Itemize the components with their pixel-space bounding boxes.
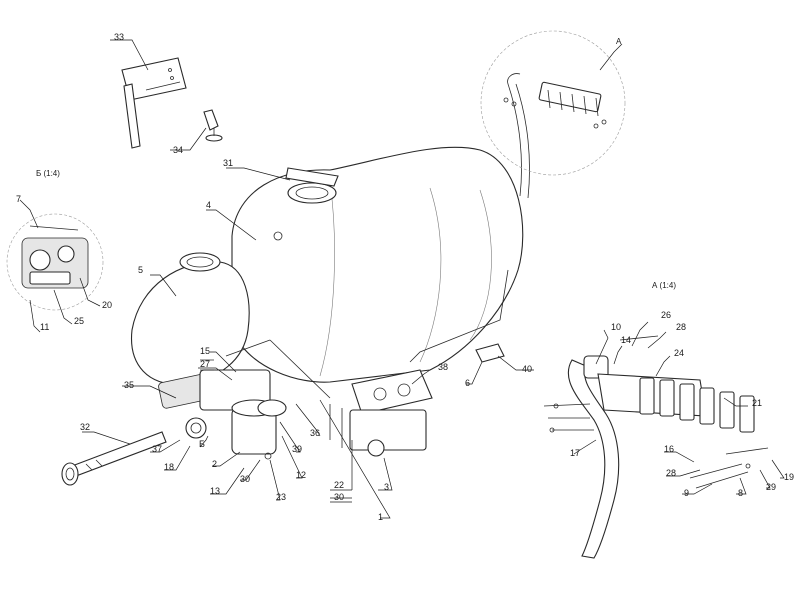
callout-b: Б	[199, 439, 205, 449]
callout-30: 30	[334, 492, 344, 502]
part-32-drive-shaft	[61, 431, 167, 486]
callout-5: 5	[138, 265, 143, 275]
callout-32: 32	[80, 422, 90, 432]
callout-35: 35	[124, 380, 134, 390]
callout-12: 12	[296, 470, 306, 480]
callout-16: 16	[664, 444, 674, 454]
callout-23: 23	[276, 492, 286, 502]
view-label-a-detail: А (1:4)	[652, 281, 676, 290]
view-labels: A Б (1:4) А (1:4)	[36, 37, 676, 290]
callout-18: 18	[164, 462, 174, 472]
callout-28-top: 28	[676, 322, 686, 332]
view-label-b: Б (1:4)	[36, 169, 60, 178]
detail-a-top	[480, 30, 626, 176]
callout-28-bottom: 28	[666, 468, 676, 478]
callout-30-left: 30	[240, 474, 250, 484]
callout-22: 22	[334, 480, 344, 490]
callout-39: 39	[292, 444, 302, 454]
callout-6: 6	[465, 378, 470, 388]
callout-15: 15	[200, 346, 210, 356]
callout-20: 20	[102, 300, 112, 310]
callout-29: 29	[766, 482, 776, 492]
callout-14: 14	[621, 335, 631, 345]
callout-36: 36	[310, 428, 320, 438]
callout-1: 1	[378, 512, 383, 522]
callout-34: 34	[173, 145, 183, 155]
callout-40: 40	[522, 364, 532, 374]
callout-25: 25	[74, 316, 84, 326]
callout-8: 8	[738, 488, 743, 498]
part-34-fitting	[203, 109, 223, 142]
part-4-main-tank	[231, 146, 524, 383]
part-40-bracket	[475, 343, 505, 363]
callout-10: 10	[611, 322, 621, 332]
callout-27: 27	[200, 359, 210, 369]
callout-2: 2	[212, 459, 217, 469]
leader-lines	[19, 39, 785, 519]
callout-24: 24	[674, 348, 684, 358]
pump-assembly	[158, 339, 331, 460]
callout-38: 38	[438, 362, 448, 372]
callout-9: 9	[684, 488, 689, 498]
callout-33: 33	[114, 32, 124, 42]
callout-21: 21	[752, 398, 762, 408]
callout-37: 37	[152, 444, 162, 454]
detail-a-assembly	[543, 335, 769, 559]
view-label-a: A	[616, 37, 622, 46]
callout-17: 17	[570, 448, 580, 458]
callout-4: 4	[206, 200, 211, 210]
part-33-plate	[121, 57, 187, 149]
part-5-small-tank	[131, 252, 250, 385]
callout-26: 26	[661, 310, 671, 320]
detail-b	[6, 213, 104, 311]
callout-19: 19	[784, 472, 794, 482]
callout-31: 31	[223, 158, 233, 168]
control-block	[329, 369, 433, 457]
callout-13: 13	[210, 486, 220, 496]
callout-11: 11	[40, 322, 49, 332]
callout-labels: 33 34 31 4 5 7 20 25 11 15 27 35 32 37 1…	[16, 32, 794, 522]
callout-3: 3	[384, 482, 389, 492]
callout-7: 7	[16, 194, 21, 204]
